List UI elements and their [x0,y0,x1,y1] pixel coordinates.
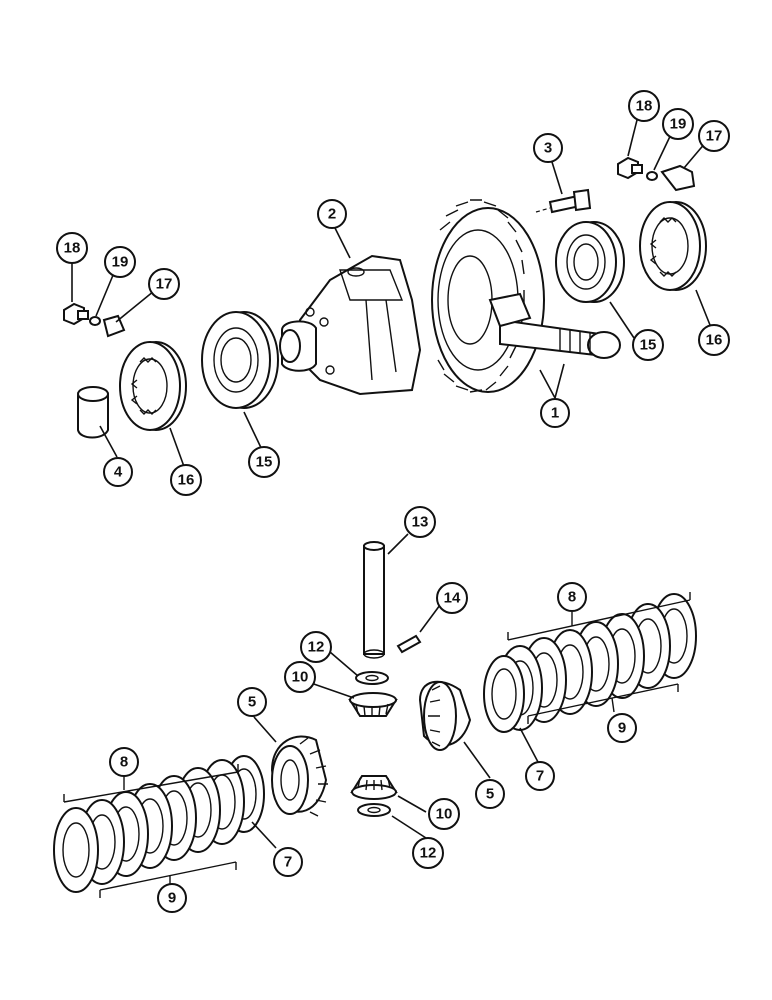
svg-text:15: 15 [256,454,273,471]
svg-text:17: 17 [156,276,173,293]
callout-7-left: 7 [273,847,303,877]
left-washer [89,316,101,326]
callout-5-left: 5 [237,687,267,717]
group-brackets [63,592,691,898]
callout-19-left: 19 [104,246,136,278]
svg-text:9: 9 [168,890,176,907]
right-bolt [617,156,643,180]
callout-15-left: 15 [248,446,280,478]
cross-shaft [363,541,385,659]
differential-case [279,254,422,396]
left-adjuster-nut [119,341,187,431]
callout-14: 14 [436,582,468,614]
svg-text:2: 2 [328,206,336,223]
callout-5-right: 5 [475,779,505,809]
svg-text:5: 5 [486,786,494,803]
svg-text:9: 9 [618,720,626,737]
callout-2: 2 [317,199,347,229]
svg-text:12: 12 [308,639,325,656]
right-washer [646,171,658,181]
bushing [77,386,109,439]
callout-10-lower: 10 [428,798,460,830]
left-lock-tab [102,314,126,338]
svg-text:1: 1 [551,405,559,422]
svg-text:13: 13 [412,514,429,531]
pinion-shaft [488,292,621,359]
callout-9-left: 9 [157,883,187,913]
side-gear-left [270,735,328,817]
callout-3: 3 [533,133,563,163]
svg-text:10: 10 [436,806,453,823]
callout-18-right: 18 [628,90,660,122]
svg-text:5: 5 [248,694,256,711]
callout-16-right: 16 [698,324,730,356]
callout-19-right: 19 [662,108,694,140]
svg-text:18: 18 [64,240,81,257]
svg-text:8: 8 [120,754,128,771]
callout-8-right: 8 [557,582,587,612]
svg-text:16: 16 [706,332,723,349]
roll-pin [396,634,422,654]
svg-text:14: 14 [444,590,461,607]
right-clutch-pack [483,593,697,733]
svg-text:15: 15 [640,337,657,354]
ring-gear [431,199,545,393]
left-bolt [63,302,89,326]
svg-text:10: 10 [292,669,309,686]
callout-1: 1 [540,398,570,428]
svg-text:19: 19 [112,254,129,271]
svg-text:18: 18 [636,98,653,115]
bolt [535,188,592,214]
svg-text:16: 16 [178,472,195,489]
callout-17-left: 17 [148,268,180,300]
svg-text:4: 4 [114,464,123,481]
right-adjuster-nut [639,201,707,291]
svg-text:8: 8 [568,589,576,606]
callout-16-left: 16 [170,464,202,496]
svg-text:7: 7 [284,854,292,871]
callout-8-left: 8 [109,747,139,777]
callout-13: 13 [404,506,436,538]
pinion-gear-lower [350,775,398,800]
callout-10-upper: 10 [284,661,316,693]
right-lock-tab [660,164,696,192]
left-bearing [201,311,279,409]
svg-text:17: 17 [706,128,723,145]
callout-9-right: 9 [607,713,637,743]
callout-12-lower: 12 [412,837,444,869]
right-bearing [555,221,625,303]
svg-text:12: 12 [420,845,437,862]
callout-17-right: 17 [698,120,730,152]
svg-text:3: 3 [544,140,552,157]
svg-text:19: 19 [670,116,687,133]
callout-4: 4 [103,457,133,487]
side-gear-right [418,680,472,751]
thrust-washer-upper [355,671,389,685]
thrust-washer-lower [357,803,391,817]
pinion-gear-upper [348,692,398,717]
left-clutch-pack [53,755,265,893]
svg-text:7: 7 [536,768,544,785]
callout-12-upper: 12 [300,631,332,663]
callout-18-left: 18 [56,232,88,264]
callout-15-right: 15 [632,329,664,361]
callout-7-right: 7 [525,761,555,791]
